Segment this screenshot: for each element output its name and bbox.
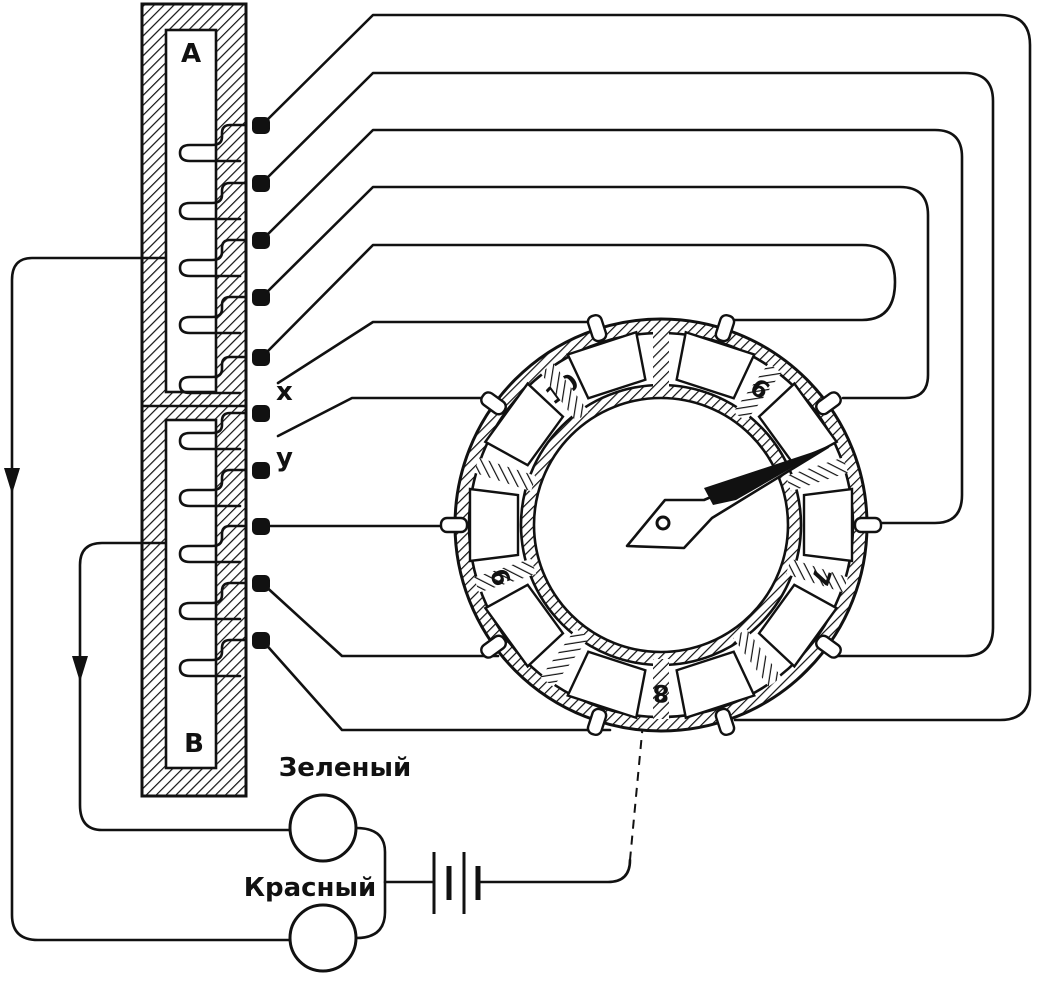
terminal-screw xyxy=(252,462,270,479)
terminal-screw xyxy=(252,289,270,306)
spring-contact xyxy=(178,349,270,395)
terminal-screw xyxy=(252,349,270,366)
spring-contact xyxy=(178,405,270,451)
dial-terminal-tab xyxy=(853,516,883,534)
dial-terminal-tab xyxy=(480,391,507,416)
dial-pointer xyxy=(625,445,830,550)
spring-contact xyxy=(178,632,270,678)
x-label: x xyxy=(276,377,293,407)
dial-terminal-tab xyxy=(714,707,736,737)
spring-contact xyxy=(178,232,270,278)
arrow-down-icon xyxy=(72,656,88,682)
dial-terminal-tab xyxy=(815,634,842,659)
dial-terminal-tab xyxy=(815,391,842,416)
dial-terminals xyxy=(439,313,883,737)
y-label: y xyxy=(276,443,293,473)
dial-segment: 9 xyxy=(483,381,565,589)
spring-contact xyxy=(178,289,270,335)
red-lamp-label: Красный xyxy=(244,873,377,903)
spring-contacts xyxy=(178,117,270,678)
flow-arrows xyxy=(4,468,88,682)
dial-terminal-tab xyxy=(586,313,608,343)
spring-contact xyxy=(178,462,270,508)
lamp-green xyxy=(288,793,358,863)
terminal-screw xyxy=(252,405,270,422)
arrow-down-icon xyxy=(4,468,20,494)
dial-terminal-tab xyxy=(586,707,608,737)
terminal-b-label: B xyxy=(184,729,204,759)
dial-terminal-tab xyxy=(714,313,736,343)
terminal-screw xyxy=(252,632,270,649)
spring-contact xyxy=(178,518,270,564)
rotary-dial: 12345678910 xyxy=(439,313,883,737)
terminal-screw xyxy=(252,518,270,535)
contact-board: A B xyxy=(140,2,270,798)
terminal-screw xyxy=(252,575,270,592)
spring-contact xyxy=(178,575,270,621)
dial-segment-label: 8 xyxy=(653,679,670,707)
dial-segment: 8 xyxy=(468,487,670,707)
terminal-screw xyxy=(252,175,270,192)
spring-contact xyxy=(178,117,270,163)
green-lamp-label: Зеленый xyxy=(279,753,411,783)
dial-segments: 12345678910 xyxy=(468,330,854,720)
terminal-a-label: A xyxy=(181,39,201,69)
dial-terminal-tab xyxy=(439,516,469,534)
lamp-red xyxy=(288,903,358,973)
battery xyxy=(432,852,481,914)
dial-terminal-tab xyxy=(480,634,507,659)
terminal-screw xyxy=(252,232,270,249)
terminal-screw xyxy=(252,117,270,134)
spring-contact xyxy=(178,175,270,221)
